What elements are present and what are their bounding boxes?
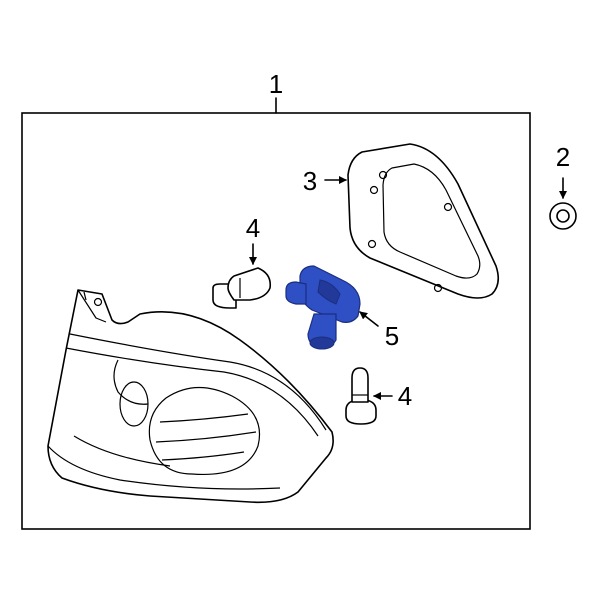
nut-part [549,202,577,230]
callout-1-label: 1 [269,69,283,99]
callout-4-right-label: 4 [398,381,412,411]
bolt-left-part [212,267,272,309]
callout-3-label: 3 [303,166,317,196]
tail-lamp-housing [47,289,334,504]
callout-4-left-label: 4 [246,213,260,243]
bolt-right-part [345,367,377,425]
gasket-part [347,143,500,299]
socket-part [285,265,361,350]
callout-2-label: 2 [556,142,570,172]
callout-5-label: 5 [385,321,399,351]
socket-arrow [359,311,379,327]
